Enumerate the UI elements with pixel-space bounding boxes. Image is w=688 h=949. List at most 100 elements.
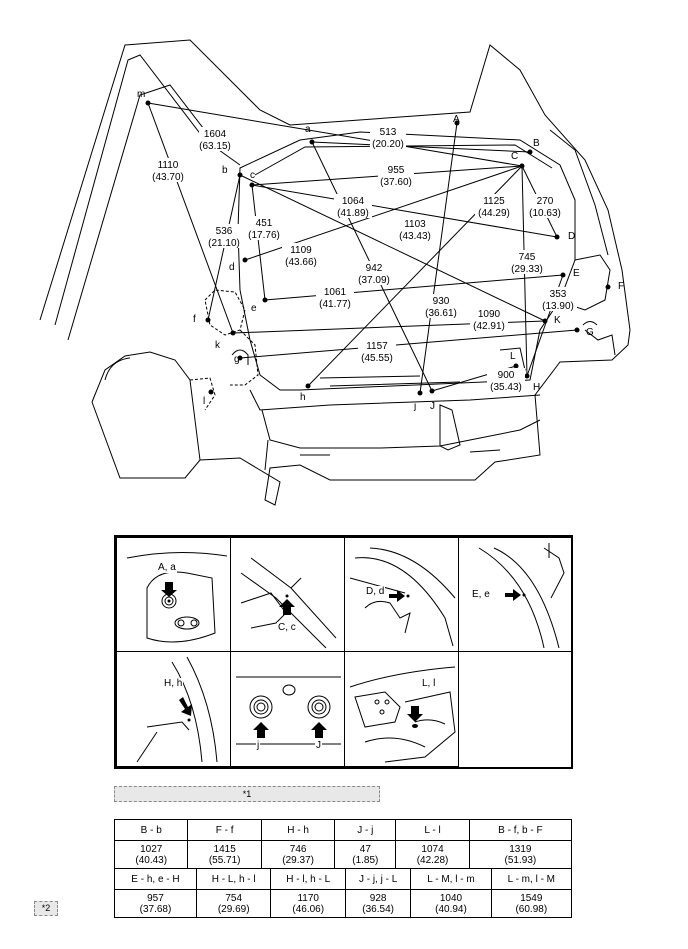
table2-value-cell: 928(36.54) xyxy=(344,889,412,918)
table1-value-cell: 1074(42.28) xyxy=(395,840,470,869)
note-1: *1 xyxy=(114,786,380,802)
table1-mm: 47 xyxy=(359,843,371,855)
measure-a-B-mm: 513 xyxy=(380,127,397,138)
table2-mm: 1040 xyxy=(439,892,463,904)
detail-panel-hh: H, h xyxy=(116,651,231,767)
detail-panel-empty xyxy=(458,651,573,767)
detail-panel-dd: D, d xyxy=(344,537,459,652)
measure-b-K-mm: 1103 xyxy=(404,219,426,230)
measure-e-E-in: (41.77) xyxy=(319,299,351,310)
measure-e-E-mm: 1061 xyxy=(324,287,347,298)
measure-c-e-mm: 451 xyxy=(256,218,273,229)
detail-panel-aa: A, a xyxy=(116,537,231,652)
measure-k-K-in: (42.91) xyxy=(473,321,505,332)
table2-in: (40.94) xyxy=(435,903,467,915)
point-label-f: f xyxy=(193,314,196,325)
point-label-K: K xyxy=(554,315,561,326)
table1-mm: 746 xyxy=(289,843,307,855)
detail-label-aa: A, a xyxy=(157,562,177,573)
measure-C-D-in: (10.63) xyxy=(529,208,561,219)
point-label-C: C xyxy=(511,151,518,162)
measure-c-C-mm: 955 xyxy=(388,165,405,176)
measure-c-D-in: (41.89) xyxy=(337,208,369,219)
point-label-A: A xyxy=(453,114,460,125)
body-outline xyxy=(39,39,631,506)
table1-mm: 1074 xyxy=(421,843,444,855)
table1-header: J - j xyxy=(334,819,397,841)
measure-b-f-in: (21.10) xyxy=(208,238,240,249)
table1-in: (55.71) xyxy=(208,854,241,866)
table1-in: (51.93) xyxy=(504,854,537,866)
measure-m-k-mm: 1110 xyxy=(158,160,179,171)
table2-mm: 928 xyxy=(369,892,387,904)
table2-header: H - l, h - L xyxy=(270,868,346,890)
detail-label-jj-j: j xyxy=(256,740,261,751)
detail-label-hh: H, h xyxy=(163,678,184,689)
point-label-d: d xyxy=(229,262,235,273)
measure-A-j-in: (36.61) xyxy=(425,308,457,319)
point-label-E: E xyxy=(573,268,580,279)
measure-c-e-in: (17.76) xyxy=(248,230,280,241)
measure-E-H-mm: 353 xyxy=(550,289,567,300)
point-label-e: e xyxy=(251,303,257,314)
body-dimension-diagram: m a A B C b c D d E e F f G g K k L H h … xyxy=(39,39,631,506)
table2-value-cell: 957(37.68) xyxy=(114,889,197,918)
measure-d-C-in: (43.66) xyxy=(285,257,317,268)
point-label-g: g xyxy=(234,354,240,365)
measure-C-h-in: (44.29) xyxy=(478,208,510,219)
table1-in: (1.85) xyxy=(352,854,379,866)
table2-mm: 957 xyxy=(147,892,164,904)
point-label-J: J xyxy=(430,401,435,412)
measure-J-L-in: (35.43) xyxy=(490,382,522,393)
measure-J-L-mm: 900 xyxy=(498,370,515,381)
measure-m-k-in: (43.70) xyxy=(152,172,184,183)
table1-header: B - b xyxy=(113,819,189,841)
table2-mm: 1549 xyxy=(520,892,543,904)
table2-header: H - L, h - l xyxy=(195,868,272,890)
point-label-c: c xyxy=(250,170,255,181)
measure-m-C-in: (63.15) xyxy=(199,141,231,152)
point-label-L: L xyxy=(510,351,516,362)
measure-A-j-mm: 930 xyxy=(433,296,450,307)
measure-d-C-mm: 1109 xyxy=(290,245,312,256)
table2-header: J - j, j - L xyxy=(344,868,412,890)
measure-c-D-mm: 1064 xyxy=(342,196,365,207)
detail-label-cc: C, c xyxy=(277,622,297,633)
point-label-b: b xyxy=(222,165,228,176)
table2-header: L - m, l - M xyxy=(490,868,573,890)
measure-a-J-in: (37.09) xyxy=(358,275,390,286)
point-label-h: h xyxy=(300,392,306,403)
table2-mm: 754 xyxy=(225,892,243,904)
table2-in: (60.98) xyxy=(515,903,548,915)
table2-mm: 1170 xyxy=(297,892,319,904)
measure-g-G-in: (45.55) xyxy=(361,353,393,364)
table2-value-cell: 1549(60.98) xyxy=(490,889,573,918)
point-label-k: k xyxy=(215,340,221,351)
point-label-F: F xyxy=(618,281,624,292)
measure-c-C-in: (37.60) xyxy=(380,177,412,188)
dimension-table-1: B - b F - f H - h J - j L - l B - f, b -… xyxy=(113,819,573,869)
detail-panels: A, a C, c D, d xyxy=(114,535,573,769)
table1-header: H - h xyxy=(260,819,336,841)
measure-g-G-mm: 1157 xyxy=(366,341,388,352)
measure-C-h-mm: 1125 xyxy=(483,196,505,207)
table1-value-cell: 1415(55.71) xyxy=(187,840,262,869)
point-label-D: D xyxy=(568,231,575,242)
table1-value-cell: 47(1.85) xyxy=(334,840,397,869)
point-label-j: j xyxy=(413,401,416,412)
detail-label-ll: L, l xyxy=(421,678,437,689)
table2-in: (46.06) xyxy=(292,903,325,915)
measure-b-f-mm: 536 xyxy=(216,226,233,237)
point-label-B: B xyxy=(533,138,540,149)
measure-a-B-in: (20.20) xyxy=(372,139,404,150)
table1-in: (29.37) xyxy=(282,854,314,866)
table2-value-cell: 1170(46.06) xyxy=(270,889,346,918)
detail-panel-ee: E, e xyxy=(458,537,573,652)
table1-value-cell: 1027(40.43) xyxy=(113,840,189,869)
table1-mm: 1319 xyxy=(509,843,532,855)
table1-mm: 1415 xyxy=(213,843,236,855)
measure-m-C-mm: 1604 xyxy=(204,129,227,140)
table1-header: L - l xyxy=(395,819,470,841)
detail-label-ee: E, e xyxy=(471,589,491,600)
table1-mm: 1027 xyxy=(140,843,163,855)
